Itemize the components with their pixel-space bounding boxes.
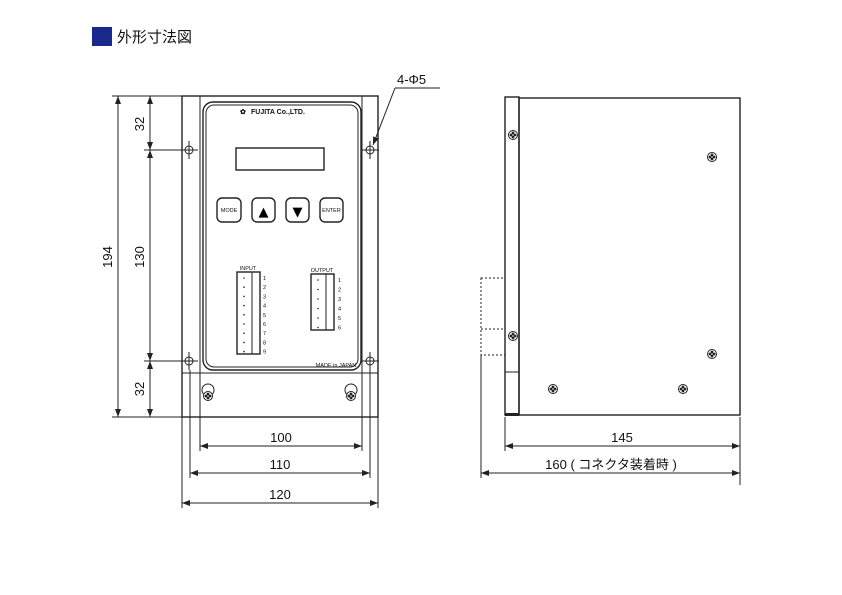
svg-text:120: 120 — [269, 487, 291, 502]
mode-button[interactable]: MODE — [216, 197, 242, 223]
pin-number: 2 — [263, 285, 266, 291]
pin-number: 2 — [338, 288, 341, 294]
svg-text:✿: ✿ — [240, 108, 246, 116]
pin-dot — [243, 332, 245, 335]
lcd-display — [235, 147, 325, 171]
pin-number: 8 — [263, 340, 266, 346]
svg-text:FUJITA Co.,LTD.: FUJITA Co.,LTD. — [251, 109, 305, 116]
screw-icon — [678, 384, 688, 394]
svg-text:160 ( コネクタ装着時 ): 160 ( コネクタ装着時 ) — [545, 457, 677, 472]
hole-callout: 4-Φ5 — [397, 72, 426, 87]
output-connector — [310, 273, 335, 331]
svg-text:130: 130 — [132, 246, 147, 268]
svg-text:▲: ▲ — [259, 205, 269, 220]
pin-dot — [243, 277, 245, 279]
brand-logo: ✿ FUJITA Co.,LTD. — [240, 108, 305, 116]
svg-text:▼: ▼ — [293, 205, 303, 220]
pin-dot — [317, 317, 319, 319]
svg-text:110: 110 — [270, 457, 291, 472]
screw-icon — [548, 384, 558, 394]
pin-number: 3 — [338, 297, 341, 303]
pin-dot — [317, 288, 319, 291]
svg-text:100: 100 — [270, 430, 292, 445]
page-title: 外形寸法図 — [117, 28, 193, 46]
input-label: INPUT — [240, 266, 257, 272]
pin-dot — [317, 307, 319, 310]
pin-number: 1 — [263, 276, 266, 282]
title-marker — [92, 27, 112, 46]
input-connector — [236, 271, 261, 355]
pin-number: 9 — [263, 350, 266, 356]
mount-hole-icon — [360, 351, 380, 371]
svg-text:194: 194 — [100, 246, 115, 268]
side-view — [480, 96, 741, 420]
pin-dot — [317, 326, 319, 329]
screw-icon — [508, 130, 518, 140]
pin-dot — [243, 304, 245, 307]
svg-text:145: 145 — [611, 430, 633, 445]
down-button[interactable]: ▼ — [285, 197, 310, 223]
pin-dot — [317, 298, 319, 300]
screw-icon — [707, 349, 717, 359]
pin-number: 6 — [338, 326, 341, 332]
pin-number: 3 — [263, 294, 266, 300]
front-view: ✿ FUJITA Co.,LTD. MODE ▲ ▼ ENTER INPUT 1… — [179, 72, 440, 418]
enter-button[interactable]: ENTER — [319, 197, 344, 223]
front-dimensions: 194 32 130 32 100 110 120 — [100, 95, 379, 508]
mount-hole-icon — [360, 140, 380, 160]
pin-number: 1 — [338, 278, 341, 284]
pin-number: 5 — [263, 313, 266, 319]
screw-icon — [203, 391, 213, 401]
screw-icon — [346, 391, 356, 401]
pin-number: 4 — [338, 307, 341, 313]
up-button[interactable]: ▲ — [251, 197, 276, 223]
screw-icon — [508, 331, 518, 341]
pin-number: 4 — [263, 304, 266, 310]
pin-dot — [243, 323, 245, 325]
output-label: OUTPUT — [311, 268, 334, 274]
svg-text:MODE: MODE — [221, 208, 238, 214]
pin-number: 6 — [263, 322, 266, 328]
svg-text:32: 32 — [132, 117, 147, 131]
made-in-label: MADE in JAPAN — [316, 363, 357, 369]
pin-number: 7 — [263, 331, 266, 337]
pin-dot — [243, 350, 245, 353]
screw-icon — [707, 152, 717, 162]
pin-number: 5 — [338, 316, 341, 322]
pin-dot — [243, 286, 245, 289]
svg-text:ENTER: ENTER — [322, 208, 341, 214]
pin-dot — [243, 295, 245, 298]
svg-text:32: 32 — [132, 382, 147, 396]
pin-dot — [243, 341, 245, 344]
side-dimensions: 145 160 ( コネクタ装着時 ) — [480, 417, 741, 485]
pin-dot — [317, 279, 319, 281]
pin-dot — [243, 314, 245, 316]
